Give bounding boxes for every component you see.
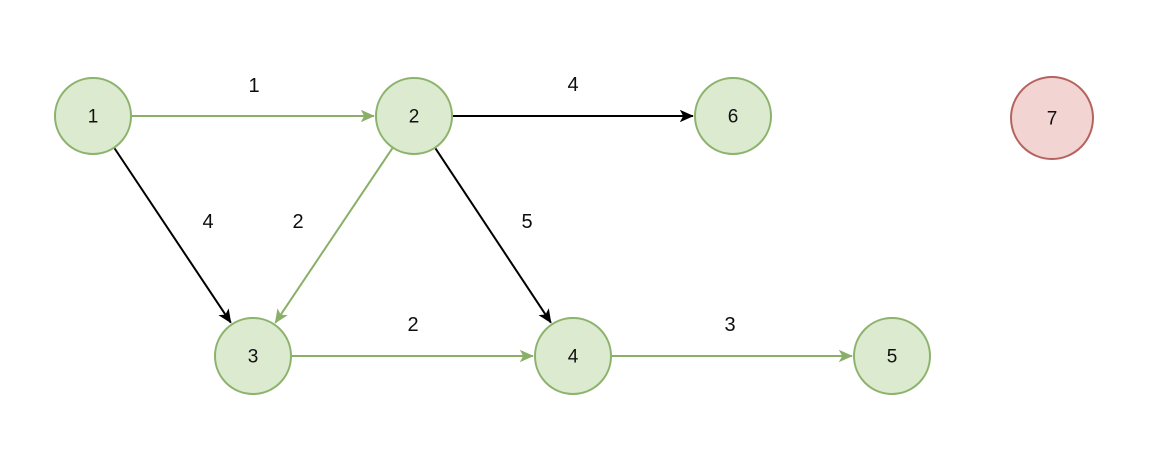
node-label-4: 4 bbox=[568, 347, 579, 368]
nodes-layer: 1 2 3 4 5 6 7 bbox=[54, 76, 1094, 395]
node-circle-3[interactable] bbox=[214, 317, 292, 395]
edge-weight-n1-to-n2: 1 bbox=[248, 75, 259, 97]
graph-edge-n1-to-n3[interactable] bbox=[113, 147, 232, 324]
edge-weight-n2-to-n3: 2 bbox=[292, 211, 303, 233]
node-circle-5[interactable] bbox=[853, 317, 931, 395]
node-label-3: 3 bbox=[248, 347, 259, 368]
graph-node-1[interactable]: 1 bbox=[54, 77, 132, 155]
node-circle-4[interactable] bbox=[534, 317, 612, 395]
graph-node-4[interactable]: 4 bbox=[534, 317, 612, 395]
node-circle-2[interactable] bbox=[375, 77, 453, 155]
node-circle-7[interactable] bbox=[1010, 76, 1094, 160]
node-label-6: 6 bbox=[728, 107, 739, 128]
edge-weight-n4-to-n5: 3 bbox=[724, 314, 735, 336]
node-label-7: 7 bbox=[1047, 109, 1058, 130]
node-label-2: 2 bbox=[409, 107, 420, 128]
edge-weight-n2-to-n6: 4 bbox=[567, 74, 578, 96]
edges-layer bbox=[113, 109, 853, 363]
graph-node-3[interactable]: 3 bbox=[214, 317, 292, 395]
node-circle-6[interactable] bbox=[694, 77, 772, 155]
graph-edge-n2-to-n4[interactable] bbox=[434, 147, 552, 324]
edge-weight-n2-to-n4: 5 bbox=[521, 211, 532, 233]
graph-node-6[interactable]: 6 bbox=[694, 77, 772, 155]
graph-edge-n2-to-n3[interactable] bbox=[274, 147, 394, 324]
node-label-5: 5 bbox=[887, 347, 898, 368]
node-label-1: 1 bbox=[88, 107, 99, 128]
graph-node-5[interactable]: 5 bbox=[853, 317, 931, 395]
node-circle-1[interactable] bbox=[54, 77, 132, 155]
graph-node-7[interactable]: 7 bbox=[1010, 76, 1094, 160]
edge-weight-n1-to-n3: 4 bbox=[202, 211, 213, 233]
graph-node-2[interactable]: 2 bbox=[375, 77, 453, 155]
edge-labels-layer: 1 4 2 4 5 2 3 bbox=[202, 74, 735, 336]
edge-weight-n3-to-n4: 2 bbox=[407, 314, 418, 336]
